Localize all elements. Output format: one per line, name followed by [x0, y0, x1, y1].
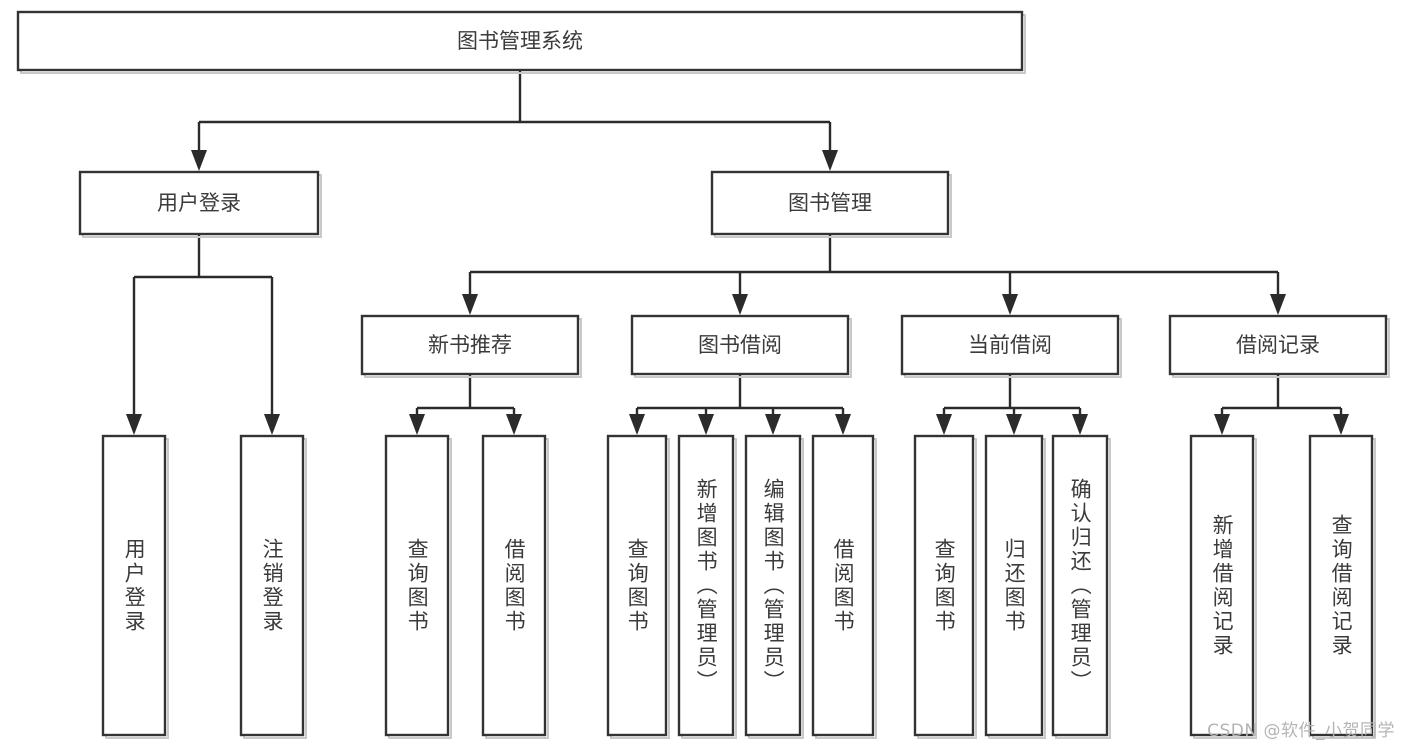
node-leaf-borrow-book-2[interactable] — [811, 434, 875, 737]
node-leaf-return-book[interactable] — [984, 434, 1044, 737]
node-label-user-login: 用户登录 — [157, 191, 241, 215]
node-label-borrow-record: 借阅记录 — [1236, 333, 1320, 357]
arrow-head-icon — [126, 414, 142, 435]
arrow-head-icon — [765, 414, 781, 435]
arrow-head-icon — [409, 414, 425, 435]
node-user-login[interactable] — [78, 170, 320, 236]
arrow-head-icon — [1214, 414, 1230, 435]
node-leaf-query-book-1[interactable] — [384, 434, 450, 737]
node-leaf-edit-book-admin[interactable] — [744, 434, 802, 737]
node-book-manage[interactable] — [710, 170, 950, 236]
node-leaf-add-book-admin[interactable] — [677, 434, 735, 737]
connector-layer — [126, 70, 1349, 435]
node-box-layer — [16, 10, 1390, 739]
arrow-head-icon — [1333, 414, 1349, 435]
arrow-head-icon — [629, 414, 645, 435]
node-leaf-confirm-return[interactable] — [1051, 434, 1109, 737]
node-label-current-borrow: 当前借阅 — [968, 333, 1052, 357]
node-label-root: 图书管理系统 — [457, 29, 583, 53]
csdn-watermark: CSDN @软件_小贺同学 — [1207, 721, 1395, 741]
arrow-head-icon — [936, 414, 952, 435]
node-current-borrow[interactable] — [900, 314, 1120, 376]
node-label-book-manage: 图书管理 — [788, 191, 872, 215]
arrow-head-icon — [732, 294, 748, 315]
arrow-head-icon — [1002, 294, 1018, 315]
arrow-head-icon — [1006, 414, 1022, 435]
arrow-head-icon — [191, 150, 207, 171]
node-leaf-user-login[interactable] — [101, 434, 167, 737]
arrow-head-icon — [462, 294, 478, 315]
node-label-new-book-recommend: 新书推荐 — [428, 333, 512, 357]
arrow-head-icon — [698, 414, 714, 435]
node-leaf-borrow-book-1[interactable] — [481, 434, 547, 737]
arrow-head-icon — [506, 414, 522, 435]
node-new-book-recommend[interactable] — [360, 314, 580, 376]
node-label-book-borrow: 图书借阅 — [698, 333, 782, 357]
arrow-head-icon — [835, 414, 851, 435]
node-leaf-query-record[interactable] — [1308, 434, 1374, 737]
node-leaf-query-book-2[interactable] — [606, 434, 668, 737]
node-root[interactable] — [16, 10, 1024, 72]
arrow-head-icon — [822, 150, 838, 171]
node-borrow-record[interactable] — [1168, 314, 1388, 376]
arrow-head-icon — [1270, 294, 1286, 315]
arrow-head-icon — [264, 414, 280, 435]
node-book-borrow[interactable] — [630, 314, 850, 376]
arrow-head-icon — [1072, 414, 1088, 435]
node-leaf-logout-login[interactable] — [239, 434, 305, 737]
node-leaf-query-book-3[interactable] — [913, 434, 975, 737]
node-leaf-add-record[interactable] — [1189, 434, 1255, 737]
